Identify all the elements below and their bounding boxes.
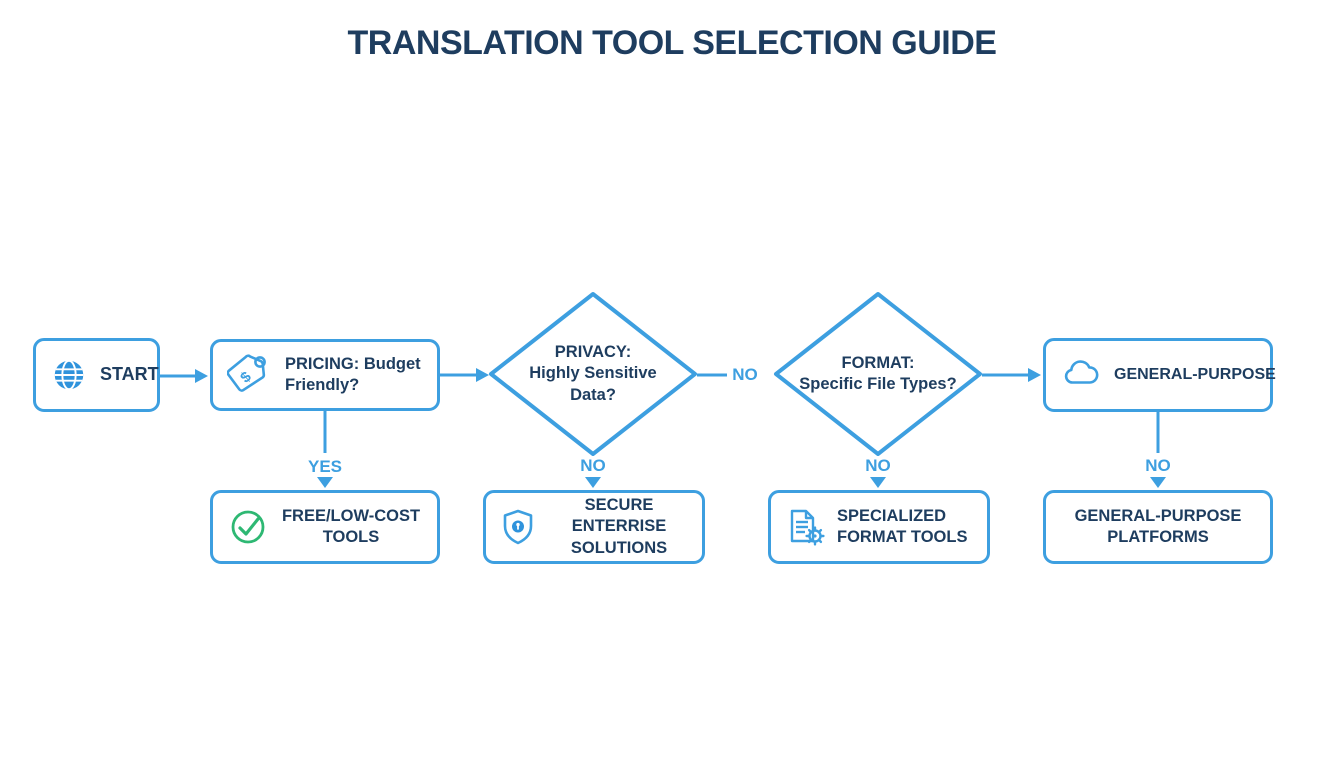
node-start-label: START bbox=[100, 364, 159, 385]
document-gear-icon bbox=[783, 505, 827, 549]
node-privacy-line1: PRIVACY: bbox=[554, 342, 632, 361]
edge-label-no-format-down: NO bbox=[865, 456, 891, 475]
node-privacy-line3: Data? bbox=[570, 385, 616, 404]
arrow-start-to-pricing bbox=[160, 369, 208, 383]
node-privacy-line2: Highly Sensitive bbox=[529, 364, 657, 383]
node-specialized-line2: FORMAT TOOLS bbox=[837, 528, 968, 546]
edge-label-no-general-down: NO bbox=[1145, 456, 1171, 475]
page-title: TRANSLATION TOOL SELECTION GUIDE bbox=[347, 24, 997, 62]
edge-label-no-privacy-down: NO bbox=[580, 456, 606, 475]
node-general-purpose-label: GENERAL-PURPOSE bbox=[1114, 365, 1276, 383]
node-pricing: $ PRICING: Budget Friendly? bbox=[210, 339, 440, 411]
node-general-purpose: GENERAL-PURPOSE bbox=[1043, 338, 1276, 412]
globe-icon bbox=[50, 356, 88, 394]
shield-lock-icon bbox=[498, 507, 538, 547]
node-free-label: FREE/LOW-COST TOOLS bbox=[279, 506, 423, 549]
node-secure-line1: SECURE ENTERRISE bbox=[571, 495, 667, 536]
arrow-format-to-general bbox=[982, 368, 1041, 382]
arrow-pricing-to-privacy bbox=[440, 368, 489, 382]
node-specialized-format-tools: SPECIALIZED FORMAT TOOLS bbox=[768, 490, 990, 564]
price-tag-icon: $ bbox=[227, 351, 275, 399]
node-secure-enterprise-solutions: SECURE ENTERRISE SOLUTIONS bbox=[483, 490, 705, 564]
node-pricing-label: PRICING: Budget Friendly? bbox=[285, 354, 421, 397]
edge-label-yes: YES bbox=[307, 457, 343, 476]
cloud-icon bbox=[1060, 354, 1102, 396]
node-general-purpose-platforms: GENERAL-PURPOSE PLATFORMS bbox=[1043, 490, 1273, 564]
arrow-privacy-to-secure bbox=[585, 477, 601, 488]
arrow-pricing-to-free bbox=[317, 411, 333, 488]
node-free-line1: FREE/LOW-COST bbox=[281, 506, 421, 525]
node-format-decision: FORMAT: Specific File Types? bbox=[772, 290, 984, 458]
arrow-format-to-specialized bbox=[870, 477, 886, 488]
node-platforms-line1: GENERAL-PURPOSE bbox=[1074, 506, 1242, 525]
node-pricing-line2: Friendly? bbox=[285, 376, 360, 394]
check-circle-icon bbox=[227, 506, 269, 548]
node-specialized-label: SPECIALIZED FORMAT TOOLS bbox=[837, 506, 967, 549]
node-secure-label: SECURE ENTERRISE SOLUTIONS bbox=[548, 495, 690, 559]
edge-label-no-privacy-right: NO bbox=[732, 365, 758, 384]
node-platforms-line2: PLATFORMS bbox=[1107, 528, 1209, 546]
arrow-general-to-platforms bbox=[1150, 412, 1166, 488]
node-specialized-line1: SPECIALIZED bbox=[837, 506, 947, 525]
node-free-line2: TOOLS bbox=[322, 528, 380, 546]
node-secure-line2: SOLUTIONS bbox=[570, 538, 668, 557]
node-privacy-decision: PRIVACY: Highly Sensitive Data? bbox=[487, 290, 699, 458]
node-privacy-label: PRIVACY: Highly Sensitive Data? bbox=[505, 290, 681, 458]
node-platforms-label: GENERAL-PURPOSE PLATFORMS bbox=[1075, 506, 1242, 549]
node-start: START bbox=[33, 338, 160, 412]
node-format-line1: FORMAT: bbox=[841, 353, 915, 372]
node-free-low-cost-tools: FREE/LOW-COST TOOLS bbox=[210, 490, 440, 564]
node-format-label: FORMAT: Specific File Types? bbox=[790, 290, 966, 458]
node-format-line2: Specific File Types? bbox=[799, 375, 957, 393]
node-pricing-line1: PRICING: Budget bbox=[285, 354, 421, 373]
